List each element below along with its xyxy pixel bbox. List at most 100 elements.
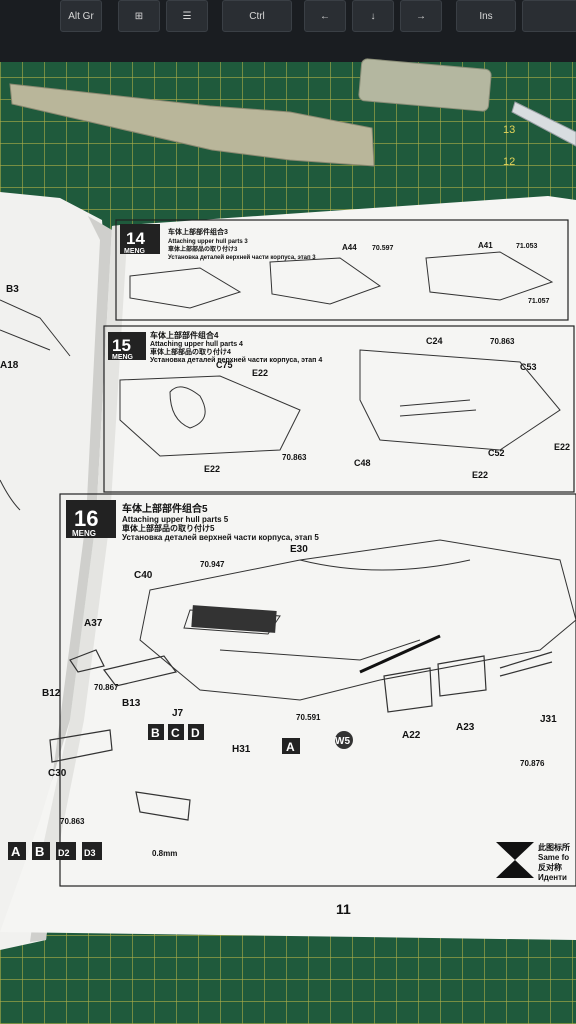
page-curl-shadow [40,224,128,860]
keyboard-key-left: ← [304,0,346,32]
part-label: 70.597 [372,245,394,252]
step-15-frame [103,325,575,493]
grille [191,605,277,633]
part-label: E30 [290,544,308,555]
step-15-title-ru: Установка деталей верхней части корпуса,… [150,356,322,364]
ruler-number: 13 [503,124,515,136]
symmetry-icon [496,842,534,878]
weight-label: W5 [335,736,350,747]
keyboard-key-menu: ☰ [166,0,208,32]
left-page-label: B3 [6,284,19,295]
step-16-title-ja: 車体上部部品の取り付け5 [122,523,215,533]
step-14-number: 14 [126,229,145,248]
step-16-number: 16 [74,506,98,531]
sprue-line [359,634,441,674]
part-label: 70.591 [296,713,321,722]
sprue-boxes: B C D A W5 [148,724,353,754]
sprue-letter: D [191,726,200,740]
part-label: B13 [122,698,141,709]
part-label: 70.947 [200,560,225,569]
keyboard-key-ins: Ins [456,0,516,32]
step-15-title-zh: 车体上部部件组合4 [150,330,219,340]
part-label: H31 [232,744,251,755]
part-label: 0.8mm [152,849,177,858]
hobby-knife [511,101,576,147]
part-label: 71.057 [528,298,550,305]
part-label: C24 [426,336,443,346]
left-page-label: A18 [0,360,19,371]
step-14-frame [115,219,569,321]
weight-badge [335,731,353,749]
part-label: 70.863 [60,817,85,826]
part-label: 70.867 [94,683,119,692]
step-15: 15 MENG 车体上部部件组合4 Attaching upper hull p… [103,325,575,493]
part-label: A23 [456,722,475,733]
sanding-block [358,58,492,112]
corner-note: 此图标所 Same fo 反对称 Иденти [496,842,570,882]
step-16-hull-drawing [139,539,576,701]
step-16-title-en: Attaching upper hull parts 5 [122,515,229,524]
step-14-brand: MENG [124,248,146,255]
step-15-title-ja: 車体上部部品の取り付け4 [150,347,231,356]
keyboard: Alt Gr ⊞ ☰ Ctrl ← ↓ → Ins [0,0,576,62]
keyboard-key-windows: ⊞ [118,0,160,32]
sprue-letter: B [151,726,160,740]
keyboard-key-down: ↓ [352,0,394,32]
part-label: C53 [520,362,537,372]
part-label: B12 [42,688,61,699]
step-14: 14 MENG 车体上部部件组合3 Attaching upper hull p… [115,219,569,321]
legend-row: A B D2 D3 [8,842,102,860]
part-label: C48 [354,458,371,468]
booklet-spine-shadow [30,216,112,942]
step-14-drawing [129,251,554,309]
right-page [0,196,576,940]
note-line: 此图标所 [538,842,570,852]
part-label: E22 [252,368,268,378]
keyboard-key-right: → [400,0,442,32]
step-14-title-en: Attaching upper hull parts 3 [168,239,248,245]
step-15-drawing [119,349,561,457]
step-16-brand: MENG [72,529,96,538]
part-label: C75 [216,360,233,370]
step-16-frame [59,493,576,887]
note-line: Same fo [538,853,569,862]
legend-sprue: D2 [58,848,70,858]
sanding-stick [9,83,375,167]
left-page-drawing [0,299,71,511]
part-label: 70.863 [490,337,515,346]
part-label: 70.863 [282,453,307,462]
note-line: 反对称 [538,862,562,872]
part-label: J7 [172,708,184,719]
part-label: E22 [204,464,220,474]
part-label: C30 [48,768,67,779]
legend-sprue: A [11,844,21,859]
legend-sprue: B [35,844,44,859]
step-15-number: 15 [112,336,131,355]
page-number: 11 [336,901,351,917]
keyboard-key-altgr: Alt Gr [60,0,102,32]
sprue-letter: A [286,740,295,754]
part-label: A44 [342,243,357,252]
step-15-title-en: Attaching upper hull parts 4 [150,341,243,348]
part-label: C52 [488,448,505,458]
step-16-title-zh: 车体上部部件组合5 [122,502,208,515]
part-label: A22 [402,730,421,741]
step-14-title-ru: Установка деталей верхней части корпуса,… [168,254,316,261]
step-16-title-ru: Установка деталей верхней части корпуса,… [122,533,319,542]
step-16-badge [66,500,116,538]
step-15-brand: MENG [112,354,134,361]
part-label: E22 [472,470,488,480]
step-15-badge [108,332,146,360]
part-label: 70.876 [520,759,545,768]
keyboard-key-extra [522,0,576,32]
part-label: E22 [554,442,570,452]
step-14-title-zh: 车体上部部件组合3 [168,227,228,236]
legend-sprue: D3 [84,848,96,858]
part-label: A41 [478,241,493,250]
part-label: 71.053 [516,243,538,250]
part-label: A37 [84,618,103,629]
keyboard-key-ctrl: Ctrl [222,0,292,32]
step-14-title-ja: 車体上部部品の取り付け3 [168,245,238,253]
